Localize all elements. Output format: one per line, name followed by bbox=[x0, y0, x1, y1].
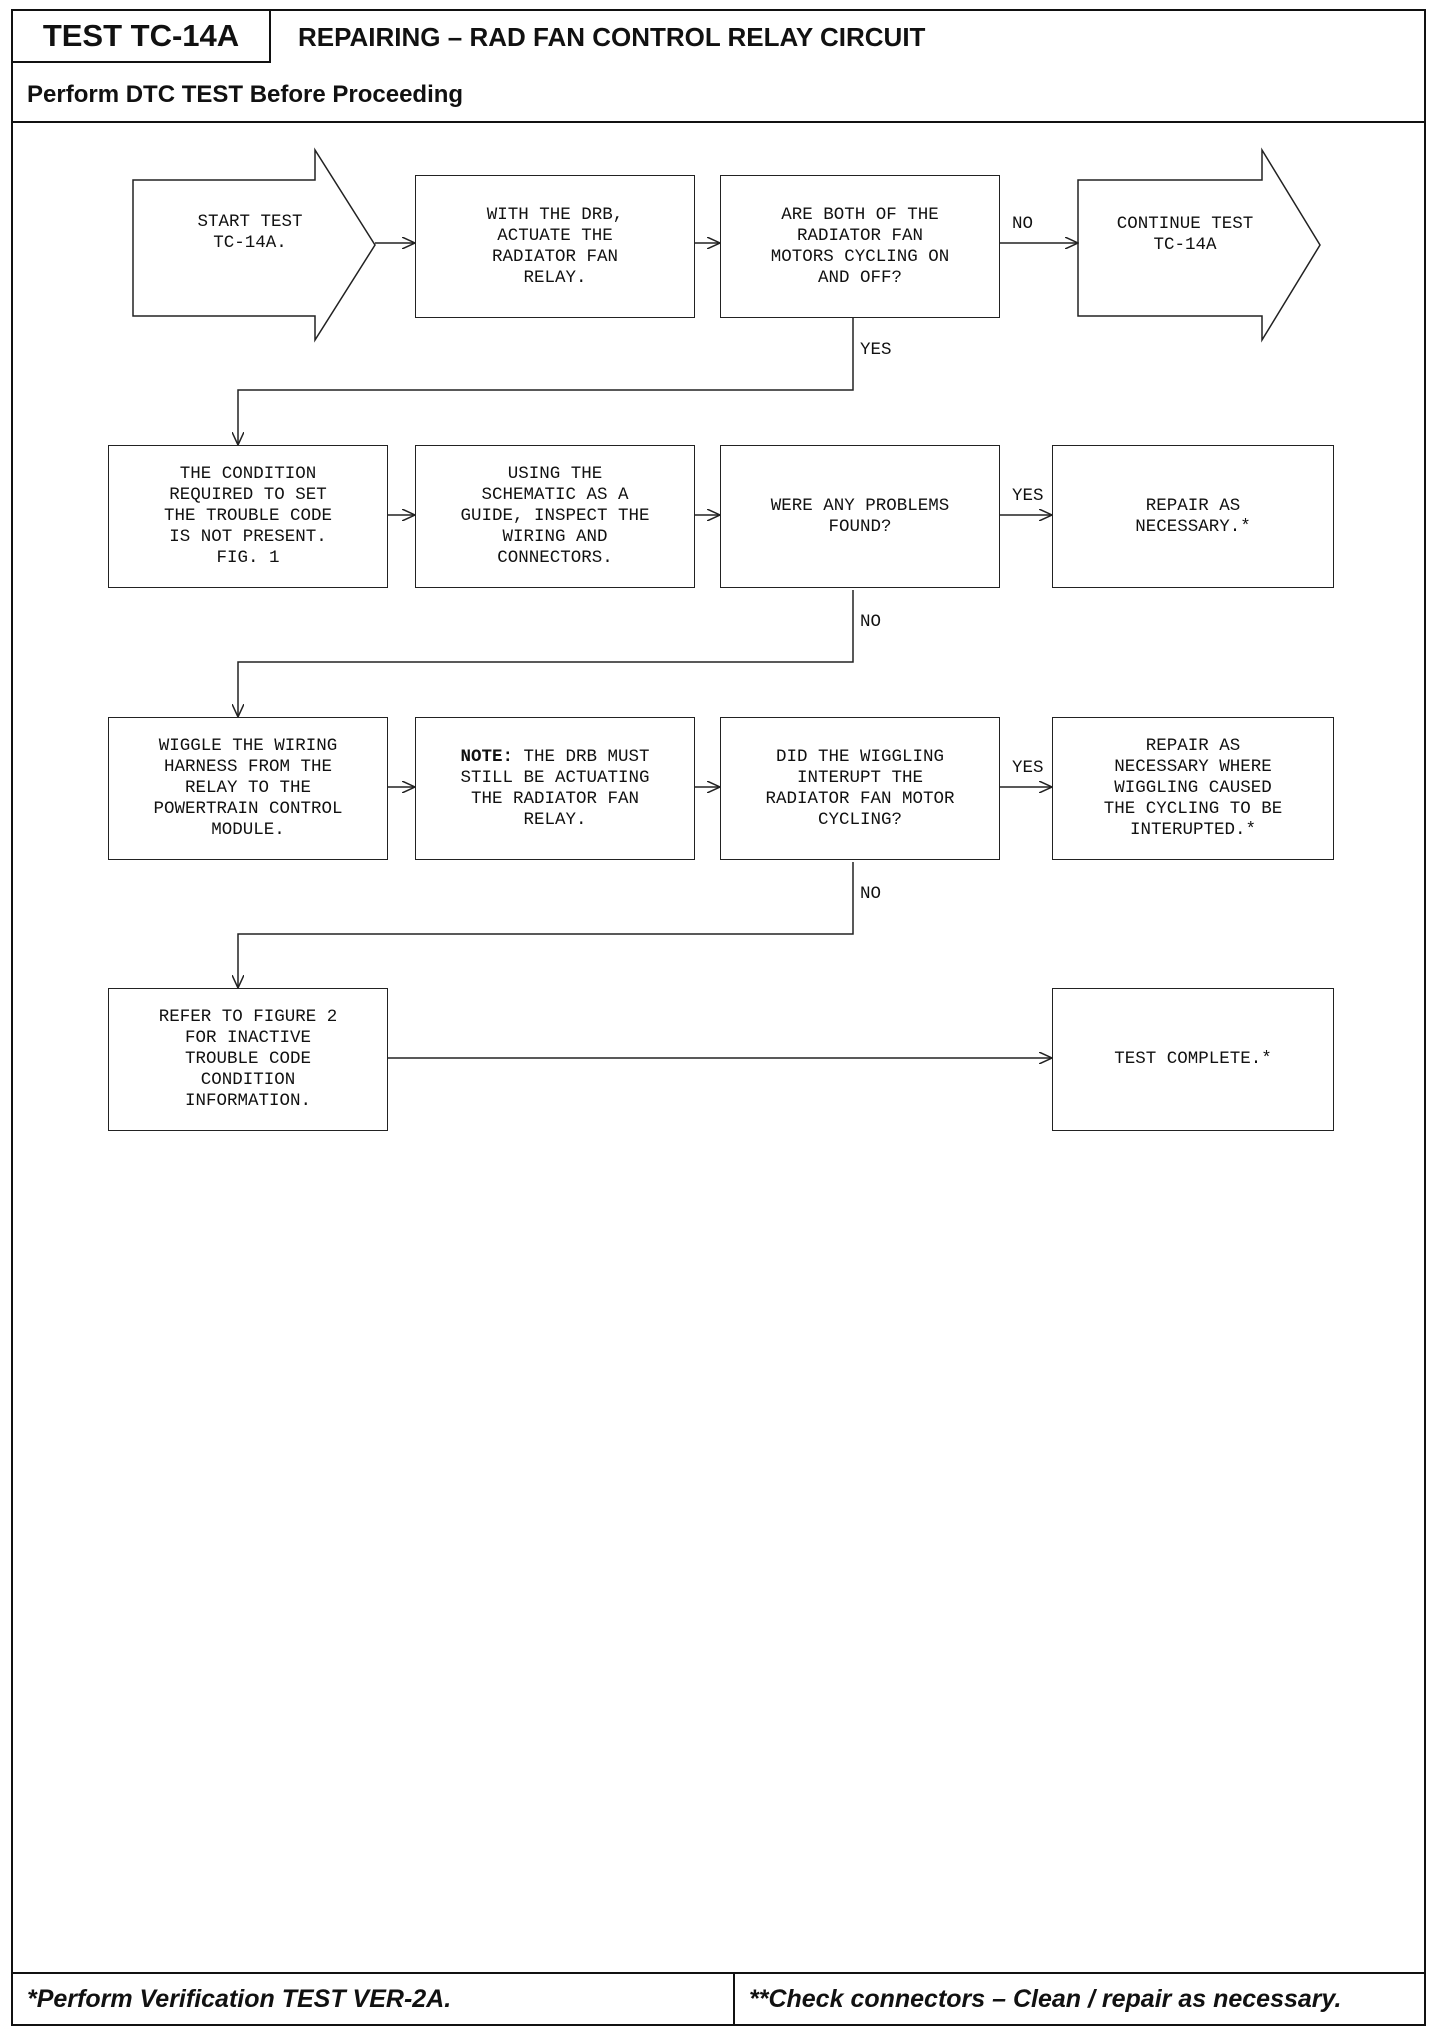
wiggle-box: WIGGLE THE WIRING HARNESS FROM THE RELAY… bbox=[108, 717, 388, 860]
test-id-label: TEST TC-14A bbox=[13, 11, 271, 63]
refer-box: REFER TO FIGURE 2 FOR INACTIVE TROUBLE C… bbox=[108, 988, 388, 1131]
actuate-relay-text: WITH THE DRB, ACTUATE THE RADIATOR FAN R… bbox=[486, 204, 624, 288]
repair-box-1: REPAIR AS NECESSARY.* bbox=[1052, 445, 1334, 588]
subtitle: Perform DTC TEST Before Proceeding bbox=[27, 81, 464, 108]
repair-text-1: REPAIR AS NECESSARY.* bbox=[1135, 495, 1251, 537]
note-content: NOTE: THE DRB MUST STILL BE ACTUATING TH… bbox=[460, 747, 649, 831]
inspect-box: USING THE SCHEMATIC AS A GUIDE, INSPECT … bbox=[415, 445, 695, 588]
continue-test-text: CONTINUE TEST TC-14A bbox=[1116, 214, 1254, 255]
footer-right-note: **Check connectors – Clean / repair as n… bbox=[733, 1974, 1423, 2024]
wiggle-question-box: DID THE WIGGLING INTERUPT THE RADIATOR F… bbox=[720, 717, 1000, 860]
start-arrow-shape bbox=[132, 147, 376, 343]
problems-question-text: WERE ANY PROBLEMS FOUND? bbox=[770, 495, 950, 537]
no-label-1: NO bbox=[1012, 214, 1034, 234]
test-complete-box: TEST COMPLETE.* bbox=[1052, 988, 1334, 1131]
condition-box: THE CONDITION REQUIRED TO SET THE TROUBL… bbox=[108, 445, 388, 588]
footer-left-note: *Perform Verification TEST VER-2A. bbox=[27, 1984, 452, 2013]
refer-text: REFER TO FIGURE 2 FOR INACTIVE TROUBLE C… bbox=[158, 1007, 338, 1111]
page-frame: TEST TC-14A REPAIRING – RAD FAN CONTROL … bbox=[11, 9, 1426, 2026]
yes-label-1: YES bbox=[860, 340, 892, 360]
yes-label-3: YES bbox=[1012, 758, 1044, 778]
no-label-3: NO bbox=[860, 884, 882, 904]
continue-arrow-shape bbox=[1077, 147, 1321, 343]
yes-label-2: YES bbox=[1012, 486, 1044, 506]
cycling-question-box: ARE BOTH OF THE RADIATOR FAN MOTORS CYCL… bbox=[720, 175, 1000, 318]
cycling-question-text: ARE BOTH OF THE RADIATOR FAN MOTORS CYCL… bbox=[770, 204, 950, 288]
no-label-2: NO bbox=[860, 612, 882, 632]
header-row: TEST TC-14A REPAIRING – RAD FAN CONTROL … bbox=[13, 11, 1424, 63]
footer: *Perform Verification TEST VER-2A. **Che… bbox=[13, 1972, 1424, 2024]
condition-text: THE CONDITION REQUIRED TO SET THE TROUBL… bbox=[163, 464, 333, 568]
note-text: THE DRB MUST STILL BE ACTUATING THE RADI… bbox=[460, 746, 650, 830]
subtitle-row: Perform DTC TEST Before Proceeding bbox=[13, 63, 1424, 123]
note-label: NOTE: bbox=[460, 746, 513, 767]
repair-text-2: REPAIR AS NECESSARY WHERE WIGGLING CAUSE… bbox=[1103, 736, 1283, 840]
wiggle-question-text: DID THE WIGGLING INTERUPT THE RADIATOR F… bbox=[765, 746, 955, 830]
inspect-text: USING THE SCHEMATIC AS A GUIDE, INSPECT … bbox=[460, 464, 650, 568]
problems-question-box: WERE ANY PROBLEMS FOUND? bbox=[720, 445, 1000, 588]
actuate-relay-box: WITH THE DRB, ACTUATE THE RADIATOR FAN R… bbox=[415, 175, 695, 318]
test-complete-text: TEST COMPLETE.* bbox=[1114, 1049, 1272, 1069]
repair-box-2: REPAIR AS NECESSARY WHERE WIGGLING CAUSE… bbox=[1052, 717, 1334, 860]
test-title: REPAIRING – RAD FAN CONTROL RELAY CIRCUI… bbox=[298, 21, 926, 52]
start-test-text: START TEST TC-14A. bbox=[197, 212, 303, 253]
note-box: NOTE: THE DRB MUST STILL BE ACTUATING TH… bbox=[415, 717, 695, 860]
wiggle-text: WIGGLE THE WIRING HARNESS FROM THE RELAY… bbox=[153, 736, 343, 840]
